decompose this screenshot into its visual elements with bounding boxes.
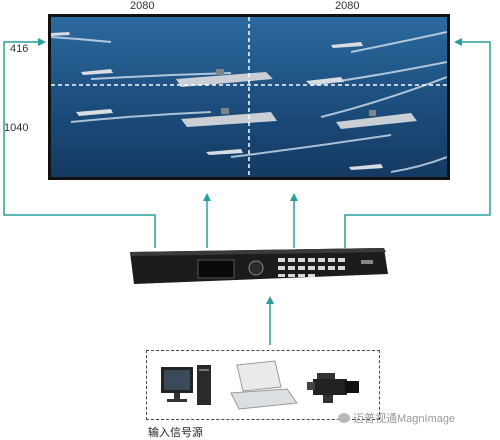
top-width-label-left: 2080 [130,0,155,12]
fleet-image [51,17,447,177]
left-height-label-bottom: 1040 [4,122,29,134]
top-width-label-right: 2080 [335,0,360,12]
left-height-label-top: 416 [10,43,29,55]
input-devices-image [161,360,359,410]
video-camera-icon [307,373,359,403]
video-processor-image [130,248,388,284]
watermark: 迈普视通MagnImage [338,410,455,426]
watermark-text: 迈普视通MagnImage [353,413,456,425]
input-sources-box [146,350,380,420]
arrow-to-screen-right [454,38,462,46]
input-sources-caption: 输入信号源 [148,427,203,439]
video-processor-device [126,244,390,288]
laptop-icon [230,360,298,410]
arrow-to-screen-left [38,38,46,46]
wechat-icon [338,413,350,423]
led-video-wall [48,14,450,180]
arrow-up-middle-left [203,193,211,201]
arrow-up-middle-right [290,193,298,201]
arrow-up-from-inputs [266,296,274,304]
desktop-computer-icon [161,365,211,405]
